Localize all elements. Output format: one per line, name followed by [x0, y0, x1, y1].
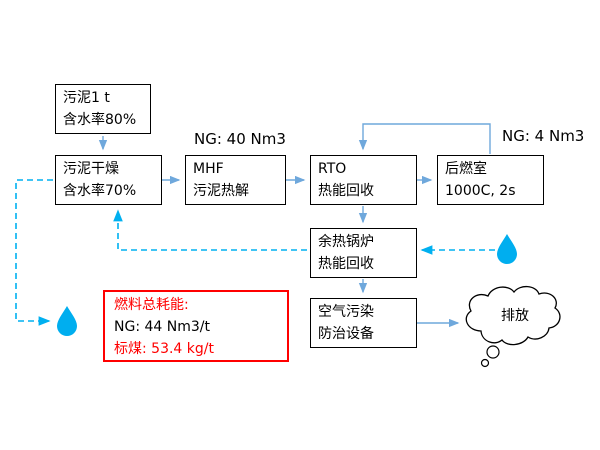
water-drop-icon — [497, 234, 517, 264]
box-mhf: MHF 污泥热解 — [185, 155, 286, 205]
box-afterburner-line1: 后燃室 — [445, 161, 487, 177]
box-afterburner-line2: 1000C, 2s — [445, 183, 516, 199]
box-rto-line2: 热能回收 — [318, 183, 374, 199]
box-mhf-line1: MHF — [193, 161, 224, 177]
box-rto-line1: RTO — [318, 161, 347, 177]
fuel-summary-box: 燃料总耗能: NG: 44 Nm3/t 标煤: 53.4 kg/t — [103, 290, 289, 362]
water-drop-icon — [57, 306, 77, 336]
box-apc-line1: 空气污染 — [318, 304, 374, 320]
box-rto: RTO 热能回收 — [310, 155, 417, 205]
box-drying: 污泥干燥 含水率70% — [55, 155, 162, 205]
fuel-summary-ng: NG: 44 Nm3/t — [114, 319, 210, 335]
cloud-tail-bubble — [486, 345, 500, 359]
arrow-drying-to-water — [15, 179, 53, 326]
box-boiler-line2: 热能回收 — [318, 256, 374, 272]
cloud-icon — [465, 285, 561, 368]
cloud-tail-bubble — [480, 358, 490, 368]
fuel-summary-coal: 标煤: 53.4 kg/t — [114, 341, 214, 357]
box-sludge-input-line1: 污泥1 t — [63, 90, 110, 106]
box-boiler: 余热锅炉 热能回收 — [310, 228, 417, 278]
box-sludge-input-line2: 含水率80% — [63, 112, 137, 128]
box-apc: 空气污染 防治设备 — [310, 298, 417, 348]
box-boiler-line1: 余热锅炉 — [318, 234, 374, 250]
fuel-summary-title: 燃料总耗能: — [114, 297, 189, 313]
label-ng-mhf: NG: 40 Nm3 — [194, 130, 286, 148]
label-emission: 排放 — [501, 308, 529, 324]
box-sludge-input: 污泥1 t 含水率80% — [55, 84, 151, 134]
box-drying-line2: 含水率70% — [63, 183, 137, 199]
box-apc-line2: 防治设备 — [318, 326, 374, 342]
box-afterburner: 后燃室 1000C, 2s — [437, 155, 544, 205]
box-drying-line1: 污泥干燥 — [63, 161, 119, 177]
arrow-boiler-heat-to-drying — [113, 209, 307, 251]
arrow-afterburner-return-to-rto — [358, 123, 491, 154]
box-mhf-line2: 污泥热解 — [193, 183, 249, 199]
label-ng-afterburner: NG: 4 Nm3 — [502, 127, 585, 145]
